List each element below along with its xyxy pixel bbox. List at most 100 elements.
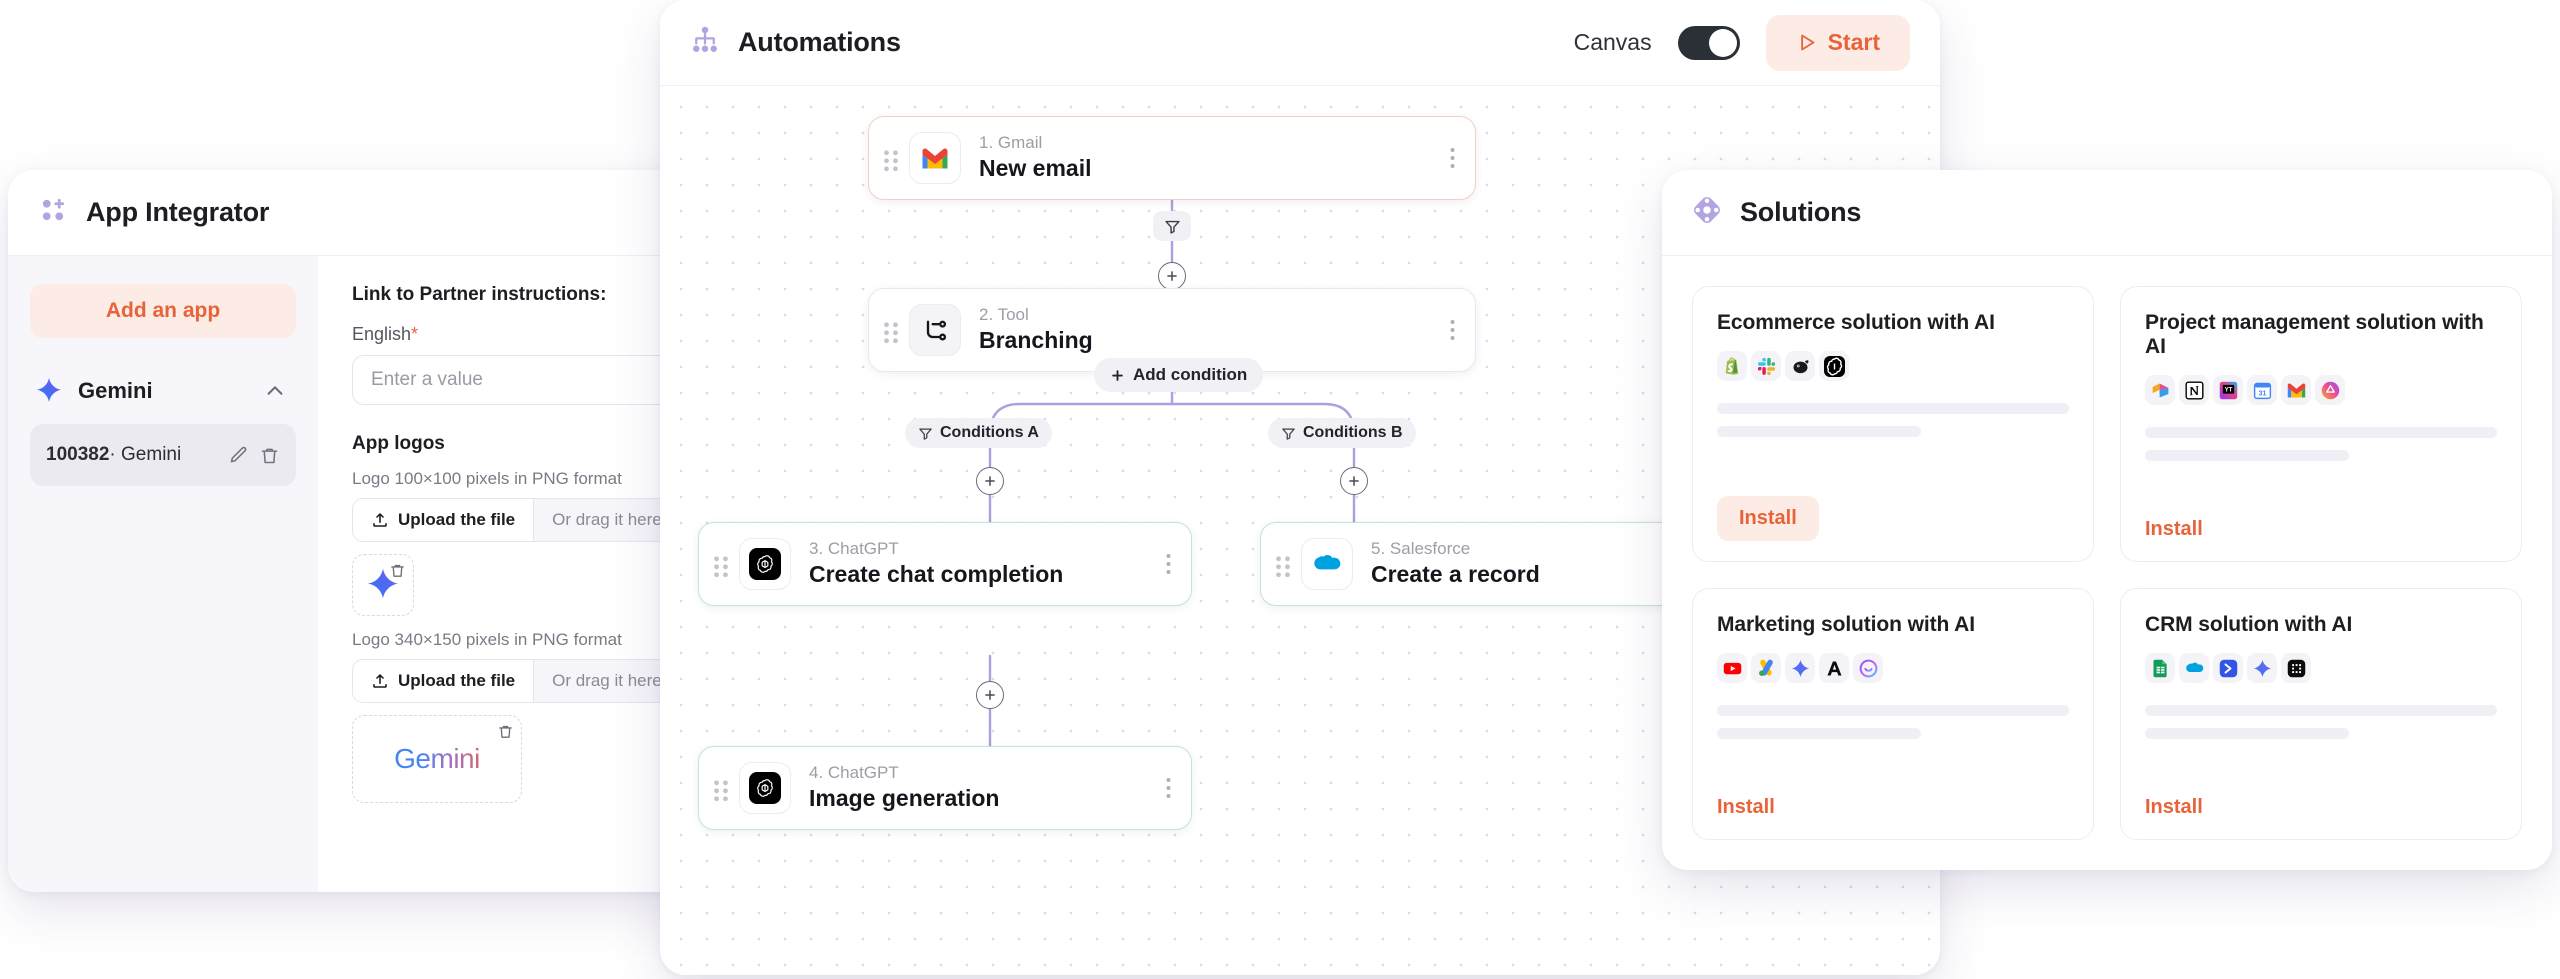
drag-handle-icon[interactable] xyxy=(883,148,899,172)
solution-card-project-management[interactable]: Project management solution with AI YT 3… xyxy=(2120,286,2522,562)
add-condition-button[interactable]: Add condition xyxy=(1094,358,1264,392)
solution-app-icons xyxy=(1717,653,2069,683)
drag-handle-icon[interactable] xyxy=(883,320,899,344)
funnel-icon xyxy=(1164,220,1180,234)
play-icon xyxy=(1796,32,1817,53)
node-text: 5. Salesforce Create a record xyxy=(1371,538,1728,589)
install-button[interactable]: Install xyxy=(1717,796,1775,818)
plus-icon xyxy=(1167,271,1177,281)
plus-icon xyxy=(985,690,995,700)
install-button[interactable]: Install xyxy=(2145,796,2203,818)
language-label: English* xyxy=(352,324,992,345)
node-title: Branching xyxy=(979,326,1093,353)
node-menu-icon[interactable] xyxy=(1450,147,1455,169)
salesforce-icon xyxy=(1301,538,1353,590)
funnel-icon xyxy=(919,428,932,440)
install-button[interactable]: Install xyxy=(2145,518,2203,540)
add-step-button-2[interactable] xyxy=(976,681,1004,709)
drag-handle-icon[interactable] xyxy=(1275,554,1291,578)
placeholder-lines xyxy=(1717,705,2069,739)
solution-card-crm[interactable]: CRM solution with AI xyxy=(2120,588,2522,840)
gmail-icon xyxy=(909,132,961,184)
filter-button-trigger[interactable] xyxy=(1153,211,1191,241)
automations-header-left: Automations xyxy=(690,25,901,60)
google-sheets-icon xyxy=(2145,653,2175,683)
trash-icon[interactable] xyxy=(497,723,514,740)
solutions-title: Solutions xyxy=(1740,197,1862,227)
trash-icon[interactable] xyxy=(259,445,280,466)
sitemap-icon xyxy=(690,25,720,60)
app-row-separator: · xyxy=(109,444,116,465)
solution-card-ecommerce[interactable]: Ecommerce solution with AI xyxy=(1692,286,2094,562)
openai-icon xyxy=(1819,351,1849,381)
branch-label-conditions-b[interactable]: Conditions B xyxy=(1268,418,1416,448)
required-asterisk: * xyxy=(411,324,419,344)
plus-icon xyxy=(1349,476,1359,486)
node-subtitle: 4. ChatGPT xyxy=(809,763,899,783)
start-button[interactable]: Start xyxy=(1765,14,1910,71)
add-an-app-button[interactable]: Add an app xyxy=(30,284,296,338)
node-chatgpt-create-chat-completion[interactable]: 3. ChatGPT Create chat completion xyxy=(698,522,1192,606)
chevron-up-icon[interactable] xyxy=(264,380,286,402)
upload-file-button-wide[interactable]: Upload the file xyxy=(353,660,535,702)
logo-wide-preview: Gemini xyxy=(352,715,522,803)
node-subtitle: 5. Salesforce xyxy=(1371,539,1471,559)
canvas-toggle-label: Canvas xyxy=(1573,29,1652,55)
upload-icon xyxy=(371,672,389,690)
add-step-button-branch-a[interactable] xyxy=(976,467,1004,495)
anthropic-icon xyxy=(1819,653,1849,683)
link-to-partner-heading: Link to Partner instructions: xyxy=(352,284,607,305)
shopify-icon xyxy=(1717,351,1747,381)
node-menu-icon[interactable] xyxy=(1166,777,1171,799)
list-item[interactable]: 100382· Gemini xyxy=(30,424,296,486)
apps-grid-plus-icon xyxy=(38,195,68,230)
add-step-button-branch-b[interactable] xyxy=(1340,467,1368,495)
app-logos-heading: App logos xyxy=(352,433,445,454)
gmail-icon xyxy=(2281,375,2311,405)
automations-header-right: Canvas Start xyxy=(1573,14,1910,71)
openai-icon xyxy=(739,538,791,590)
placeholder-lines xyxy=(1717,403,2069,437)
pencil-icon[interactable] xyxy=(228,445,249,466)
asana-icon xyxy=(2315,375,2345,405)
node-chatgpt-image-generation[interactable]: 4. ChatGPT Image generation xyxy=(698,746,1192,830)
node-title: Create chat completion xyxy=(809,560,1064,587)
drag-handle-icon[interactable] xyxy=(713,554,729,578)
app-group-gemini[interactable]: Gemini xyxy=(30,372,296,410)
copy-ai-icon xyxy=(1853,653,1883,683)
solution-title: Project management solution with AI xyxy=(2145,311,2484,358)
node-gmail-new-email[interactable]: 1. Gmail New email xyxy=(868,116,1476,200)
gemini-star-icon xyxy=(34,376,64,406)
google-ads-icon xyxy=(1751,653,1781,683)
node-text: 4. ChatGPT Image generation xyxy=(809,762,1166,813)
node-menu-icon[interactable] xyxy=(1450,319,1455,341)
add-condition-label: Add condition xyxy=(1133,365,1248,384)
drag-handle-icon[interactable] xyxy=(713,778,729,802)
trash-icon[interactable] xyxy=(389,562,406,579)
solution-app-icons: YT 31 xyxy=(2145,375,2497,405)
solution-app-icons xyxy=(2145,653,2497,683)
placeholder-lines xyxy=(2145,427,2497,461)
slack-icon xyxy=(1751,351,1781,381)
upload-file-button-small[interactable]: Upload the file xyxy=(353,499,535,541)
solutions-header: Solutions xyxy=(1662,170,2552,256)
page-title: App Integrator xyxy=(86,197,270,227)
add-step-button-1[interactable] xyxy=(1158,262,1186,290)
placeholder-lines xyxy=(2145,705,2497,739)
node-title: Create a record xyxy=(1371,560,1540,587)
branch-label-conditions-a[interactable]: Conditions A xyxy=(905,418,1052,448)
canvas-toggle[interactable] xyxy=(1677,25,1740,60)
youtrack-icon: YT xyxy=(2213,375,2243,405)
node-text: 1. Gmail New email xyxy=(979,132,1450,183)
solution-app-icons xyxy=(1717,351,2069,381)
gemini-icon xyxy=(1785,653,1815,683)
gemini-star-logo xyxy=(368,568,398,599)
openai-icon xyxy=(739,762,791,814)
solution-card-marketing[interactable]: Marketing solution with AI xyxy=(1692,588,2094,840)
solutions-panel: Solutions Ecommerce solution with AI xyxy=(1662,170,2552,870)
google-calendar-icon: 31 xyxy=(2247,375,2277,405)
node-menu-icon[interactable] xyxy=(1166,553,1171,575)
install-button[interactable]: Install xyxy=(1717,496,1819,541)
node-title: Image generation xyxy=(809,784,1000,811)
logo-wide-hint: Logo 340×150 pixels in PNG format xyxy=(352,630,622,649)
